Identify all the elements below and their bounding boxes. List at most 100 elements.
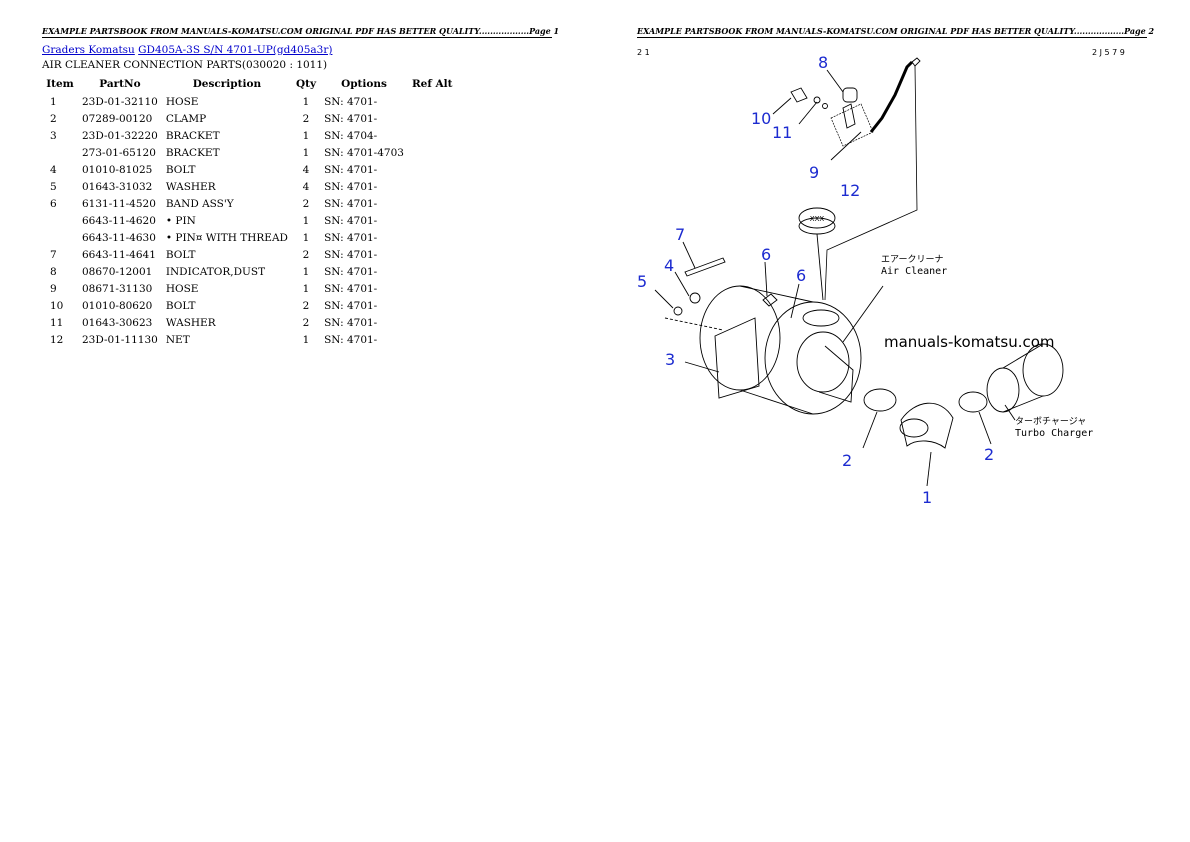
cell-ref-alt — [408, 93, 457, 110]
cell-qty: 4 — [302, 180, 310, 193]
leader-2-left — [862, 411, 878, 449]
cell-description: HOSE — [165, 282, 199, 295]
diagram-linework — [654, 57, 1064, 487]
column-header-item: Item — [46, 78, 74, 90]
cell-qty: 2 — [302, 299, 310, 312]
cell-options: SN: 4701- — [324, 214, 378, 227]
cell-ref-alt — [408, 161, 457, 178]
cell-ref-alt — [408, 314, 457, 331]
air-cleaner-inner — [796, 331, 850, 393]
cell-item — [42, 144, 78, 161]
indicator-bracket — [830, 103, 874, 147]
cell-item: 8 — [50, 265, 57, 278]
cell-item: 10 — [50, 299, 64, 312]
callout-5: 5 — [637, 272, 647, 291]
bolt-7 — [684, 257, 726, 277]
cell-qty: 4 — [302, 163, 310, 176]
cell-partno: 23D-01-32220 — [82, 129, 158, 142]
washer-5 — [673, 306, 683, 316]
air-cleaner-outlet — [818, 345, 854, 403]
washer-11 — [813, 96, 821, 104]
column-header-partno: PartNo — [99, 78, 141, 90]
cell-qty: 1 — [302, 214, 310, 227]
cell-ref-alt — [408, 297, 457, 314]
cell-options: SN: 4701- — [324, 299, 378, 312]
mount-line — [664, 317, 724, 331]
air-cleaner-label-jp: エアークリーナ — [881, 254, 943, 265]
bracket-plate — [842, 103, 856, 129]
cell-ref-alt — [408, 280, 457, 297]
band-6-clamp — [762, 293, 778, 307]
column-header-description: Description — [192, 78, 262, 90]
cell-description: WASHER — [165, 180, 216, 193]
cell-options: SN: 4701- — [324, 333, 378, 346]
cell-item: 4 — [50, 163, 57, 176]
clamp-2-right — [958, 391, 988, 413]
callout-7: 7 — [675, 225, 685, 244]
cell-partno: 23D-01-11130 — [82, 333, 158, 346]
leader-9 — [830, 131, 862, 161]
cell-item: 6 — [50, 197, 57, 210]
cell-options: SN: 4701- — [324, 282, 378, 295]
air-cleaner-label-en: Air Cleaner — [881, 266, 947, 277]
cell-partno: 07289-00120 — [82, 112, 153, 125]
cell-item: 9 — [50, 282, 57, 295]
cell-qty: 2 — [302, 112, 310, 125]
page-code-left: 2 1 — [637, 48, 650, 57]
bolt-4 — [689, 292, 701, 304]
breadcrumb-link-graders[interactable]: Graders Komatsu — [42, 44, 135, 56]
cell-description: WASHER — [165, 316, 216, 329]
page-code-right: 2 J 5 7 9 — [1092, 48, 1125, 57]
cell-ref-alt — [408, 110, 457, 127]
cell-item: 12 — [50, 333, 64, 346]
cell-ref-alt — [408, 195, 457, 212]
dust-indicator-body — [842, 87, 858, 103]
cell-ref-alt — [408, 212, 457, 229]
cell-description: INDICATOR,DUST — [165, 265, 266, 278]
leader-4 — [674, 271, 690, 297]
callout-6a: 6 — [761, 245, 771, 264]
turbo-outline — [1002, 343, 1044, 413]
cell-options: SN: 4704- — [324, 129, 378, 142]
cell-description: BOLT — [165, 163, 196, 176]
cell-options: SN: 4701- — [324, 248, 378, 261]
cell-qty: 1 — [302, 146, 310, 159]
cell-ref-alt — [408, 144, 457, 161]
leader-8 — [826, 69, 844, 93]
bracket-3 — [714, 317, 760, 399]
cell-qty: 1 — [302, 282, 310, 295]
callout-4: 4 — [664, 256, 674, 275]
callout-2-right: 2 — [984, 445, 994, 464]
cell-ref-alt — [408, 246, 457, 263]
callout-6b: 6 — [796, 266, 806, 285]
page-header: EXAMPLE PARTSBOOK FROM MANUALS-KOMATSU.C… — [42, 26, 560, 38]
cell-options: SN: 4701-4703 — [324, 146, 404, 159]
cell-item — [42, 212, 78, 229]
leader-6a — [764, 261, 768, 297]
callout-12: 12 — [840, 181, 860, 200]
cell-options: SN: 4701- — [324, 231, 378, 244]
cell-qty: 1 — [302, 333, 310, 346]
cell-options: SN: 4701- — [324, 316, 378, 329]
cell-item: 11 — [50, 316, 64, 329]
column-header-qty: Qty — [295, 78, 317, 90]
callout-1: 1 — [922, 488, 932, 507]
breadcrumb: Graders Komatsu GD405A-3S S/N 4701-UP(gd… — [42, 44, 332, 56]
cell-options: SN: 4701- — [324, 163, 378, 176]
turbo-housing — [1022, 343, 1064, 397]
cell-item: 1 — [50, 95, 57, 108]
cell-partno: 6131-11-4520 — [82, 197, 156, 210]
callout-9: 9 — [809, 163, 819, 182]
breadcrumb-link-model[interactable]: GD405A-3S S/N 4701-UP(gd405a3r) — [138, 44, 333, 56]
cell-description: HOSE — [165, 95, 199, 108]
cell-ref-alt — [408, 178, 457, 195]
cell-description: BAND ASS'Y — [165, 197, 234, 210]
cell-qty: 2 — [302, 248, 310, 261]
leader-3 — [684, 361, 720, 373]
